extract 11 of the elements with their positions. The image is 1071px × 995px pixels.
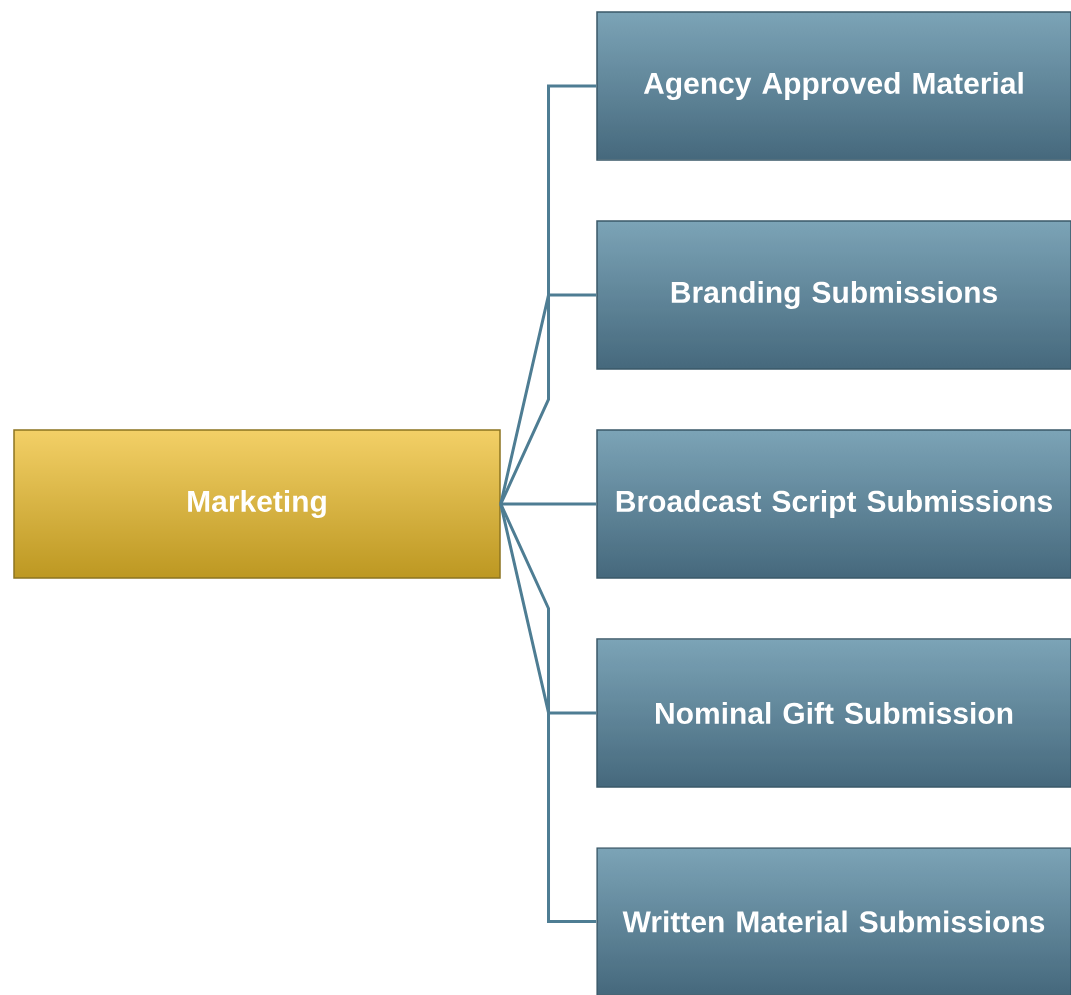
category-box: Written Material Submissions xyxy=(596,847,1071,995)
category-box: Agency Approved Material xyxy=(596,11,1071,161)
connector xyxy=(499,84,597,505)
connector xyxy=(499,293,597,505)
connector xyxy=(499,503,597,923)
connector xyxy=(499,503,597,715)
connector xyxy=(500,502,597,506)
category-box: Nominal Gift Submission xyxy=(596,638,1071,788)
category-box: Broadcast Script Submissions xyxy=(596,429,1071,579)
root-box: Marketing xyxy=(13,429,501,579)
category-box: Branding Submissions xyxy=(596,220,1071,370)
